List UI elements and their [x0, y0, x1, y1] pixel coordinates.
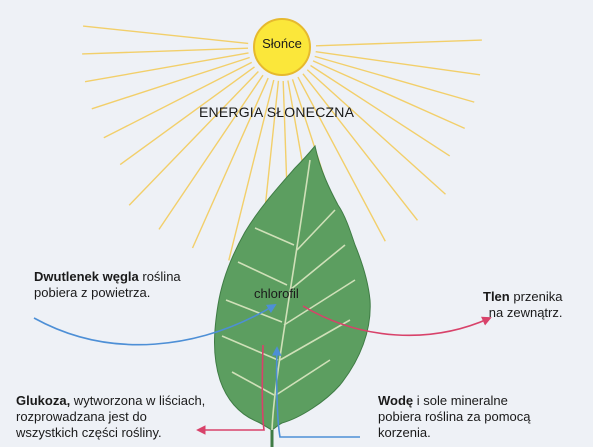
- sun-label: Słońce: [250, 36, 314, 51]
- co2-caption-bold: Dwutlenek węgla: [34, 269, 139, 284]
- glucose-caption-line2: rozprowadzana jest do: [16, 409, 205, 425]
- co2-caption-line2: pobiera z powietrza.: [34, 285, 181, 301]
- oxygen-caption: Tlen przenika na zewnątrz.: [483, 289, 562, 321]
- energy-label: ENERGIA SŁONECZNA: [199, 104, 354, 120]
- chlorophyll-label: chlorofil: [254, 286, 299, 301]
- oxygen-caption-rest: przenika: [510, 289, 563, 304]
- glucose-caption-bold: Glukoza,: [16, 393, 70, 408]
- glucose-caption: Glukoza, wytworzona w liściach, rozprowa…: [16, 393, 205, 441]
- water-caption-bold: Wodę: [378, 393, 413, 408]
- water-caption-line3: korzenia.: [378, 425, 530, 441]
- glucose-caption-line3: wszystkich części rośliny.: [16, 425, 205, 441]
- oxygen-caption-line2: na zewnątrz.: [483, 305, 562, 321]
- water-caption-rest: i sole mineralne: [413, 393, 508, 408]
- oxygen-caption-bold: Tlen: [483, 289, 510, 304]
- glucose-caption-rest: wytworzona w liściach,: [70, 393, 205, 408]
- co2-caption: Dwutlenek węgla roślina pobiera z powiet…: [34, 269, 181, 301]
- water-caption-line2: pobiera roślina za pomocą: [378, 409, 530, 425]
- water-caption: Wodę i sole mineralne pobiera roślina za…: [378, 393, 530, 441]
- co2-caption-rest: roślina: [139, 269, 181, 284]
